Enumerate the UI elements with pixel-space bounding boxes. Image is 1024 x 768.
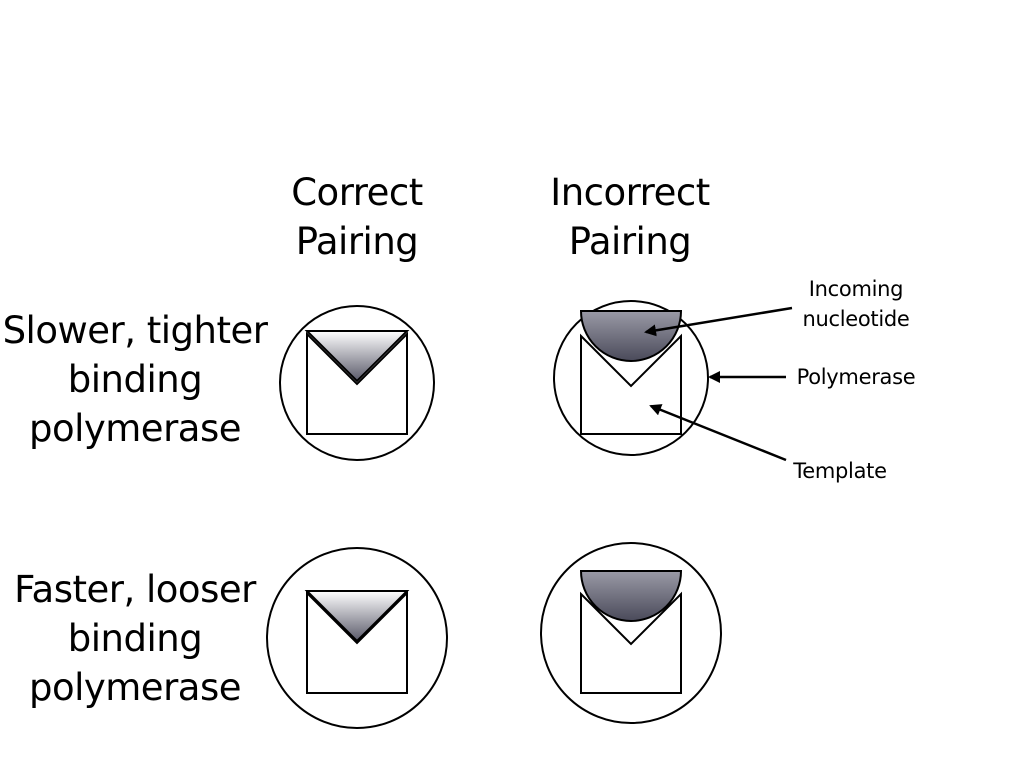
nucleotide-dome xyxy=(579,570,683,622)
callout-polymerase: Polymerase xyxy=(796,365,916,389)
cell-faster-incorrect xyxy=(540,542,722,724)
callout-incoming-nucleotide: Incoming nucleotide xyxy=(776,274,936,334)
row-label-slower: Slower, tighter binding polymerase xyxy=(0,306,270,453)
template-notch xyxy=(306,590,408,694)
cell-slower-incorrect xyxy=(553,300,709,456)
nucleotide-dome xyxy=(579,310,683,362)
row-label-slower-line1: Slower, tighter xyxy=(2,309,268,352)
arrow-to-template xyxy=(649,404,787,462)
column-header-correct-line2: Pairing xyxy=(295,220,419,263)
arrow-to-nucleotide xyxy=(644,306,793,337)
callout-template: Template xyxy=(793,459,887,483)
template-notch xyxy=(580,591,682,694)
polymerase-circle xyxy=(279,305,435,461)
polymerase-circle xyxy=(540,542,722,724)
cell-faster-correct xyxy=(266,547,448,729)
callout-nucleotide-line2: nucleotide xyxy=(802,307,910,331)
row-label-slower-line3: polymerase xyxy=(28,407,242,450)
column-header-correct: Correct Pairing xyxy=(237,168,477,266)
polymerase-circle xyxy=(266,547,448,729)
column-header-incorrect: Incorrect Pairing xyxy=(510,168,750,266)
nucleotide-wedge xyxy=(304,330,410,383)
row-label-faster-line2: binding xyxy=(67,617,203,660)
callout-nucleotide-line1: Incoming xyxy=(808,277,904,301)
row-label-faster-line1: Faster, looser xyxy=(14,568,256,611)
row-label-faster-line3: polymerase xyxy=(28,666,242,709)
cell-slower-correct xyxy=(279,305,435,461)
template-notch xyxy=(306,331,408,435)
nucleotide-wedge xyxy=(304,590,410,643)
row-label-faster: Faster, looser binding polymerase xyxy=(0,565,270,712)
column-header-incorrect-line2: Pairing xyxy=(568,220,692,263)
column-header-incorrect-line1: Incorrect xyxy=(550,171,710,214)
row-label-slower-line2: binding xyxy=(67,358,203,401)
column-header-correct-line1: Correct xyxy=(291,171,423,214)
